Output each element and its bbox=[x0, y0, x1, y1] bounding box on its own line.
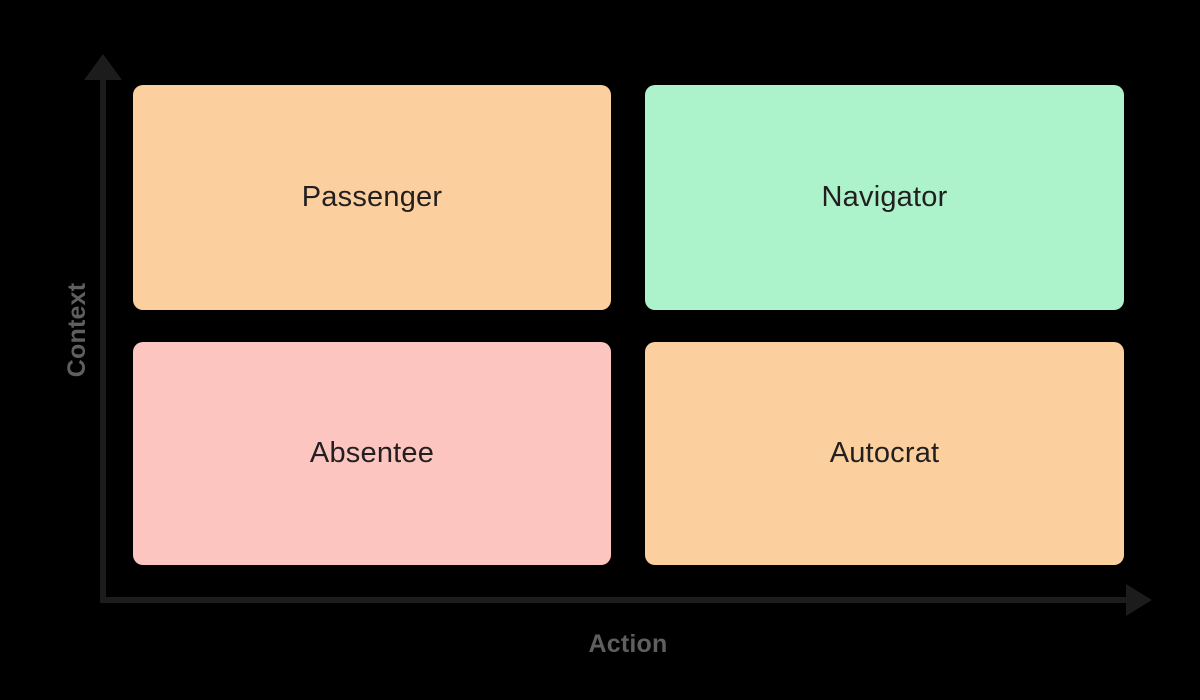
quadrant-top-right-label: Navigator bbox=[821, 181, 948, 213]
quadrant-bottom-left[interactable]: Absentee bbox=[133, 342, 611, 565]
quadrant-bottom-right[interactable]: Autocrat bbox=[645, 342, 1124, 565]
y-axis-line bbox=[100, 72, 106, 603]
x-axis-line bbox=[100, 597, 1135, 603]
x-axis-label: Action bbox=[588, 630, 668, 658]
arrow-up-icon bbox=[84, 54, 122, 80]
quadrant-top-right[interactable]: Navigator bbox=[645, 85, 1124, 310]
arrow-right-icon bbox=[1126, 584, 1152, 616]
quadrant-top-left[interactable]: Passenger bbox=[133, 85, 611, 310]
quadrant-bottom-left-label: Absentee bbox=[309, 437, 435, 469]
y-axis-label: Context bbox=[63, 282, 91, 378]
quadrant-top-left-label: Passenger bbox=[301, 181, 443, 213]
quadrant-bottom-right-label: Autocrat bbox=[829, 437, 940, 469]
